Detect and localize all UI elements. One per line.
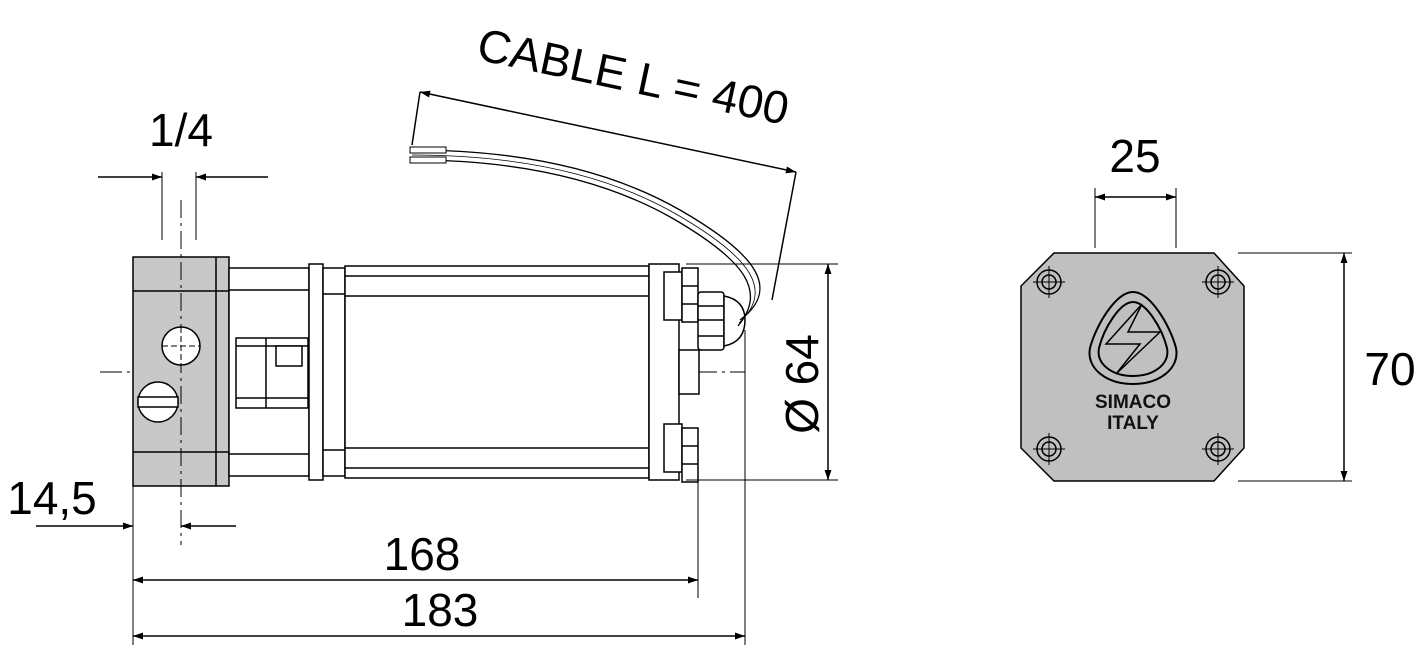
- rear-bolt-bottom: [663, 423, 683, 473]
- logo-text-line2: ITALY: [1107, 413, 1159, 434]
- rear-bolt-top: [663, 271, 683, 321]
- front-plate: [1020, 252, 1245, 482]
- corner-screw-bottom-left: [1033, 433, 1065, 465]
- rear-nut-top: [681, 267, 699, 323]
- shaft-key: [275, 345, 303, 367]
- corner-screw-top-right: [1202, 266, 1234, 298]
- cable-tip-2: [409, 156, 447, 164]
- motor-body: [344, 265, 650, 479]
- screw-slot: [137, 396, 179, 408]
- corner-screw-top-left: [1033, 266, 1065, 298]
- diameter-label: Ø 64: [776, 334, 828, 434]
- length-183-label: 183: [402, 584, 479, 636]
- simaco-logo: [1088, 290, 1178, 386]
- side-view: [100, 146, 761, 545]
- cable-gland-dome: [723, 295, 746, 347]
- rear-nut-bottom: [681, 427, 699, 483]
- length-168-label: 168: [384, 528, 461, 580]
- front-view-dimensions: [1094, 188, 1352, 482]
- side-view-dimensions: [36, 90, 838, 645]
- rear-center-boss: [678, 349, 700, 395]
- cable-gland-nut: [697, 291, 725, 351]
- front-view: [1020, 252, 1245, 482]
- thread-label: 1/4: [149, 104, 213, 156]
- cable-ext-right: [771, 171, 797, 301]
- offset-label: 14,5: [7, 472, 97, 524]
- motor-front-cap: [308, 263, 324, 481]
- width-label: 25: [1109, 130, 1160, 182]
- logo-inner-shield: [1097, 300, 1169, 378]
- corner-screw-bottom-right: [1202, 433, 1234, 465]
- cable-dim-line: [419, 90, 797, 174]
- cable-ext-left: [411, 91, 421, 146]
- logo-bolt: [1104, 303, 1162, 375]
- cable-tip-1: [409, 146, 447, 154]
- height-label: 70: [1364, 343, 1415, 395]
- logo-text-line1: SIMACO: [1095, 392, 1171, 413]
- logo-outer-shield: [1088, 290, 1178, 386]
- cable-length-label: CABLE L = 400: [473, 18, 794, 135]
- motor-front-ring: [322, 267, 346, 477]
